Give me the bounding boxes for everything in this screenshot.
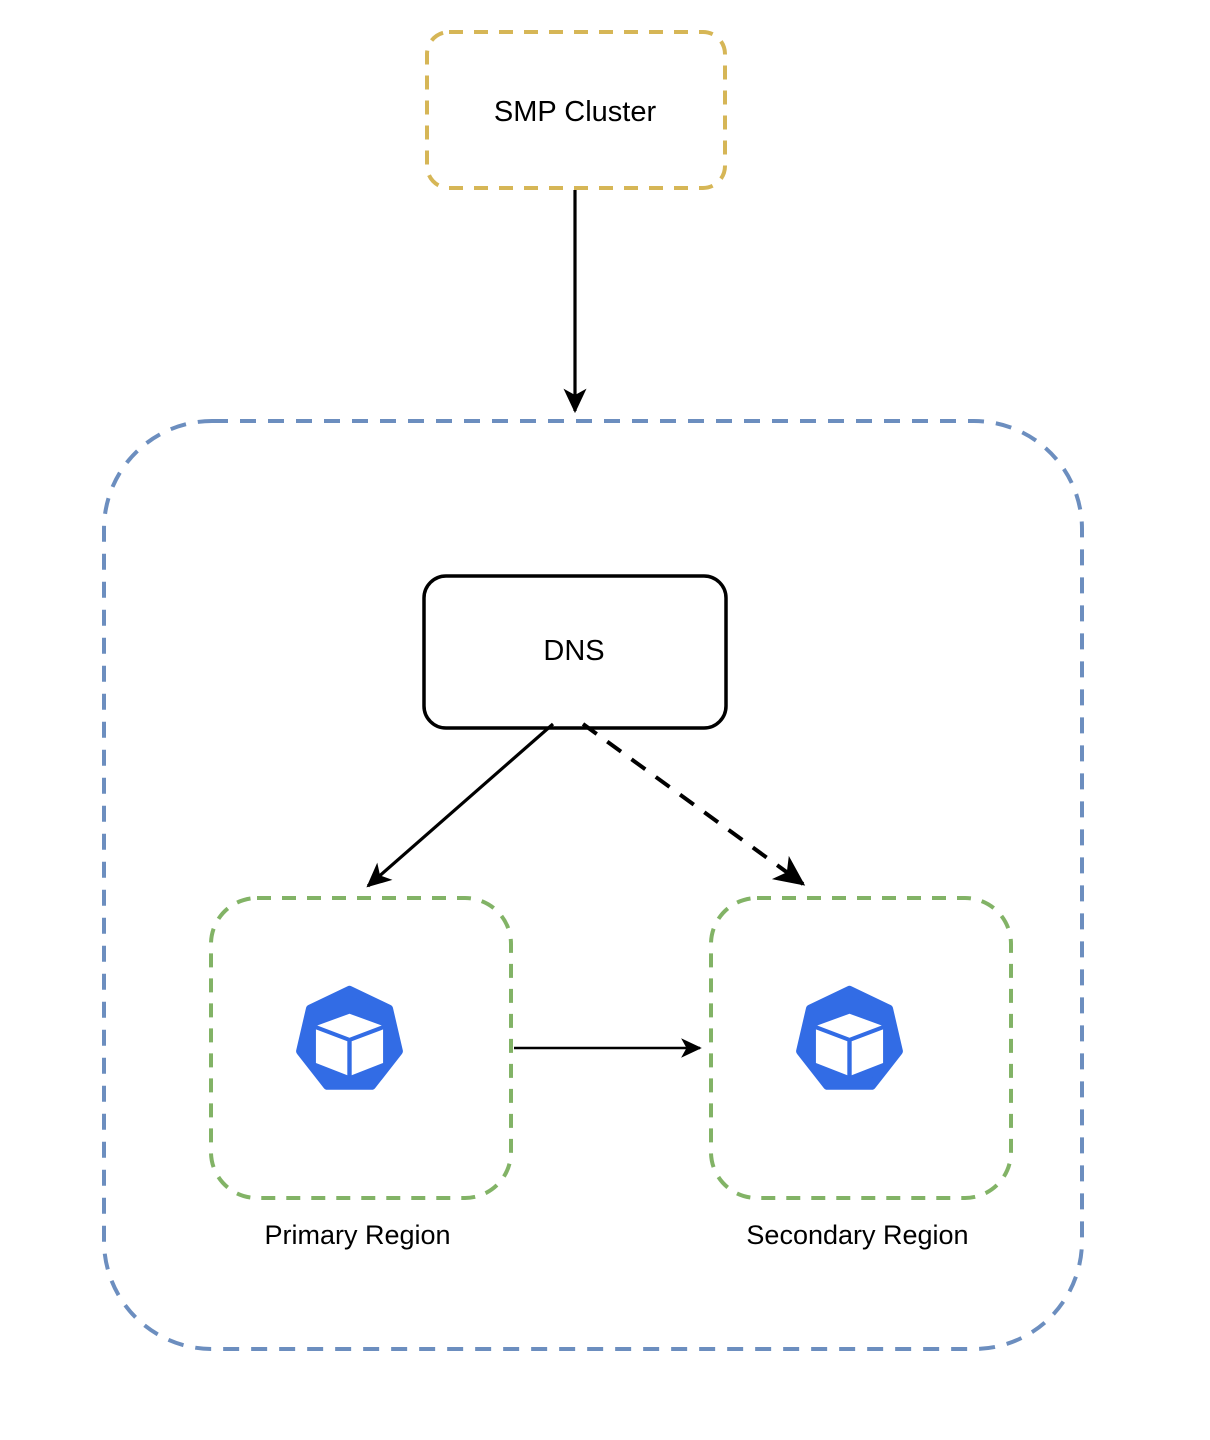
- kubernetes-icon: [296, 985, 403, 1090]
- smp-cluster-box[interactable]: [425, 30, 727, 190]
- kubernetes-icon: [796, 985, 903, 1090]
- dns-box[interactable]: [422, 574, 728, 730]
- edge-dns-to-secondary: [581, 722, 806, 886]
- outer-boundary-box: [102, 419, 1084, 1351]
- edge-dns-to-primary: [366, 722, 555, 888]
